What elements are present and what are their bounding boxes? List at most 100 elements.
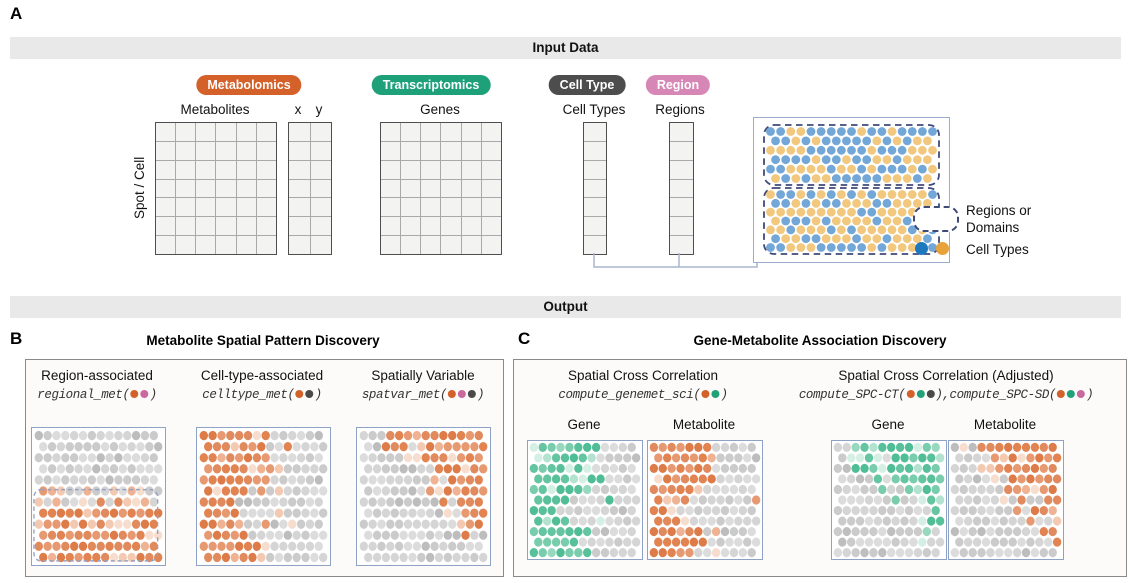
spot-dot [964,537,973,547]
spot-dot [408,530,417,540]
spot-dot [390,464,399,474]
spot-dot [574,484,583,495]
spot-dot [986,442,995,452]
spot-dot [738,484,747,495]
celltype-dot [766,164,775,174]
spot-dot [600,548,610,558]
celltype-dot [781,155,791,165]
spot-dot [927,495,936,505]
spot-dot [667,548,676,558]
spot-dot [873,453,883,463]
spot-dot [452,464,461,474]
celltype-dot [776,225,786,235]
spot-dot [864,495,874,505]
spot-dot [456,519,466,529]
celltype-dot [831,234,841,244]
spot-dot [551,537,561,547]
spot-dot [386,519,395,529]
spot-dot [649,484,659,495]
spot-dot [569,453,579,463]
spot-dot [140,475,150,485]
spot-dot [47,464,57,474]
spot-dot [292,442,301,452]
celltype-dot [847,145,856,155]
spot-dot [127,530,136,540]
spot-dot [913,463,923,473]
spot-dot [310,530,319,540]
spot-dot [882,495,891,505]
spot-dot [390,530,399,540]
matrix-cell [421,236,441,254]
spot-dot [123,453,132,463]
spot-dot [1017,495,1026,505]
spot-dot [931,527,940,537]
spot-dot [543,516,552,526]
spot-dot [895,442,905,452]
spot-dot [377,541,386,551]
spot-dot [895,505,905,516]
spot-dot [114,519,123,529]
spot-dot [43,519,52,529]
spot-dot [538,442,547,452]
spot-dot [1052,495,1062,505]
spot-dot [52,430,61,441]
spot-dot [261,453,270,463]
spot-dot [972,474,982,484]
spot-dot [372,464,382,474]
spot-dot [212,552,222,563]
celltype-dot [902,174,912,183]
celltype-dot [776,127,786,136]
spot-dot [900,516,909,526]
celltype-dot [882,136,892,146]
spot-dot [359,519,368,529]
spot-dot [694,505,703,516]
spot-dot [596,474,605,484]
spot-dot [359,497,368,507]
spot-dot [583,442,592,452]
spot-dot [694,484,703,495]
matrix-cell [156,236,176,254]
matrix-cell [481,217,501,236]
compute-spc-code: compute_SPC-CT(),compute_SPC-SD() [799,388,1094,402]
green-data-dot [711,390,720,398]
dot-grid [950,442,1062,558]
spot-dot [842,505,851,516]
spot-dot [904,548,914,558]
matrix-cell [461,123,481,141]
spot-dot [123,475,132,485]
spot-dot [65,552,74,563]
spot-dot [368,497,377,507]
spot-dot [658,442,667,452]
spot-dot [999,495,1008,505]
matrix-cell [156,179,176,198]
spot-dot [972,537,982,547]
spot-dot [671,495,681,505]
spot-dot [631,537,641,547]
spot-dot [461,464,470,474]
matrix-cell [421,217,441,236]
spot-dot [631,495,641,505]
spot-dot [288,519,297,529]
spot-dot [408,508,417,518]
matrix-cell [584,179,606,198]
spot-dot [734,495,743,505]
celltype-dot [923,198,932,208]
spot-dot [556,505,565,516]
spot-dot [78,430,88,441]
spot-dot [605,537,614,547]
spot-dot [39,464,48,474]
matrix-cell [421,141,441,160]
spot-dot [448,430,457,441]
spot-dot [964,453,973,463]
spot-dot [694,527,703,537]
spot-dot [609,484,619,495]
spot-dot [1026,474,1035,484]
spot-dot [918,474,927,484]
code-text: ) [1086,388,1094,402]
spot-dot [1026,516,1035,526]
matrix-cell [196,198,216,217]
celltype-dot [781,174,791,183]
spot-dot [623,453,632,463]
spot-dot [226,475,235,485]
celltype-dot [862,174,872,183]
